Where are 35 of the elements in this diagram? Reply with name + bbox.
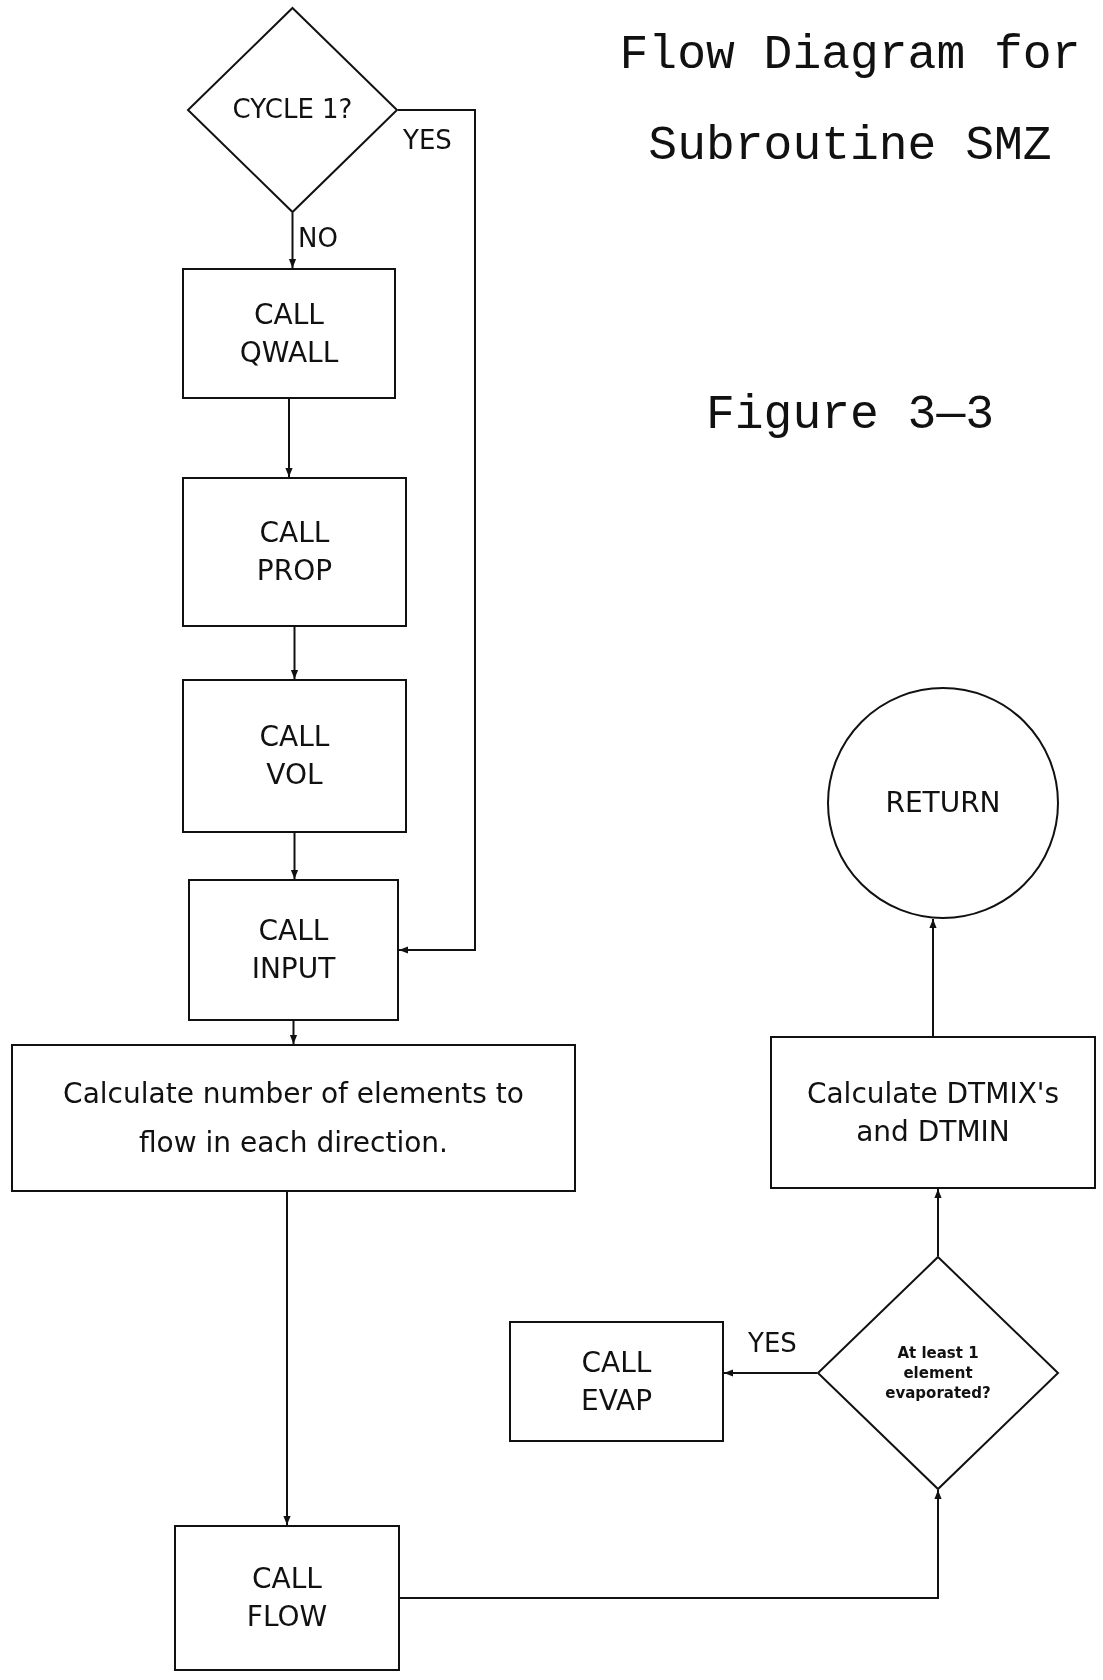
process-box bbox=[182, 477, 407, 627]
arrow bbox=[290, 626, 299, 680]
figure-caption: Figure 3—3 bbox=[704, 387, 995, 444]
decision-diamond bbox=[187, 7, 398, 213]
arrow bbox=[289, 1020, 298, 1045]
node-text: At least 1 element evaporated? bbox=[884, 1342, 992, 1404]
process-box bbox=[174, 1525, 400, 1671]
node-text: CALL EVAP bbox=[579, 1344, 654, 1419]
arrow bbox=[290, 832, 299, 880]
arrow bbox=[283, 1191, 291, 1526]
process-box bbox=[11, 1044, 576, 1192]
arrow bbox=[285, 398, 293, 478]
arrow bbox=[397, 109, 476, 954]
arrow bbox=[399, 1489, 942, 1599]
process-box bbox=[188, 879, 399, 1021]
process-box bbox=[182, 679, 407, 833]
arrow bbox=[723, 1369, 818, 1377]
node-text: Calculate number of elements to flow in each direction. bbox=[62, 1076, 525, 1161]
arrow bbox=[934, 1188, 942, 1257]
process-box bbox=[770, 1036, 1096, 1189]
terminal-circle bbox=[827, 687, 1059, 919]
node-text: RETURN bbox=[884, 785, 1002, 822]
node-text: CALL QWALL bbox=[238, 296, 340, 371]
node-text: CYCLE 1? bbox=[231, 93, 354, 127]
diagram-title: Flow Diagram for Subroutine SMZ bbox=[618, 27, 1082, 176]
node-text: CALL FLOW bbox=[245, 1561, 329, 1635]
arrow bbox=[929, 918, 937, 1037]
process-box bbox=[182, 268, 396, 399]
node-text: CALL INPUT bbox=[250, 913, 337, 987]
arrow bbox=[288, 212, 297, 269]
node-text: CALL PROP bbox=[255, 515, 334, 589]
process-box bbox=[509, 1321, 724, 1442]
node-text: Calculate DTMIX's and DTMIN bbox=[805, 1075, 1061, 1150]
node-text: CALL VOL bbox=[258, 719, 331, 793]
decision-diamond bbox=[817, 1256, 1059, 1490]
